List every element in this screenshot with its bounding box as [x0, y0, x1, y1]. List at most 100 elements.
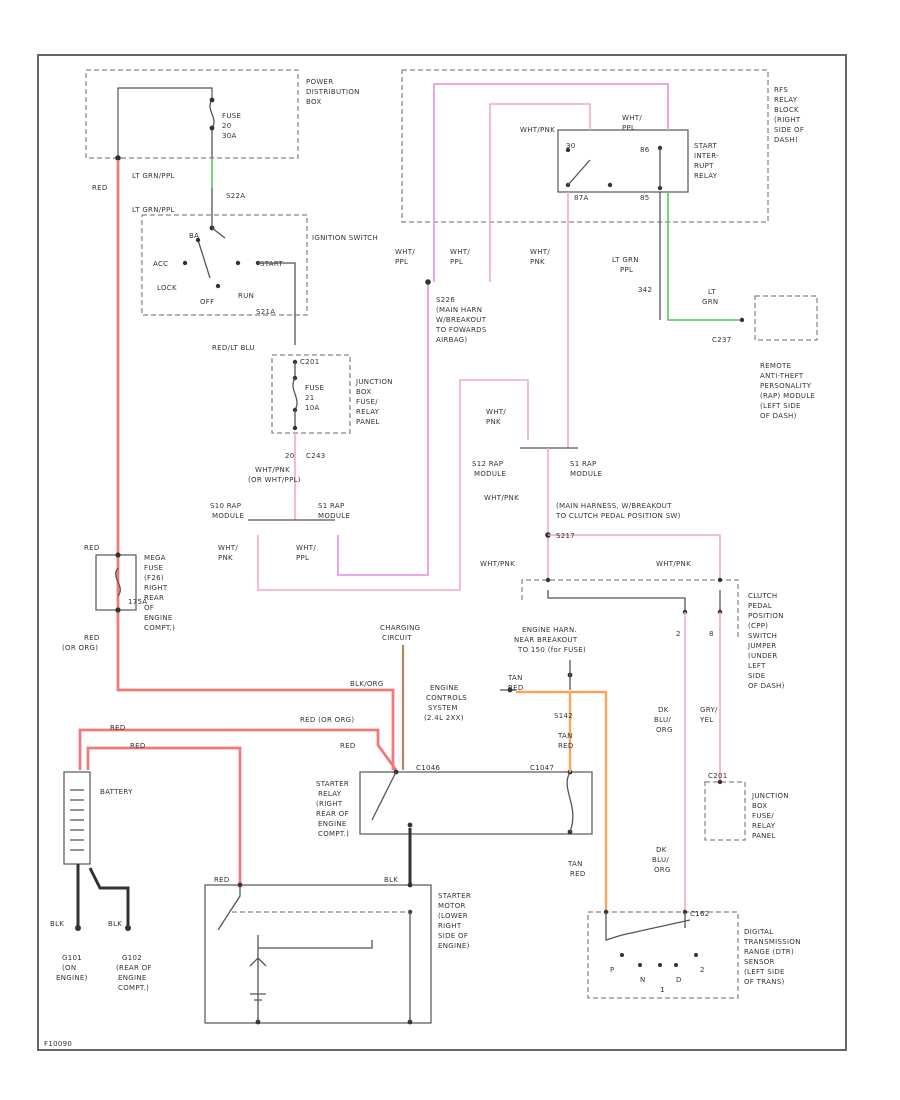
pdb-label-1: POWER — [306, 78, 333, 86]
s5-label-s1-rap: S1 RAP — [318, 502, 345, 510]
s5-label-module-b: MODULE — [318, 512, 350, 520]
relay-block-label-6: DASH) — [774, 136, 798, 144]
dk-blu-org-lower-3: ORG — [654, 866, 671, 874]
fuse-21-label: FUSE — [305, 384, 324, 392]
rap-label-s1: S1 RAP — [570, 460, 597, 468]
engine-harn-label-3: TO 150 (for FUSE) — [517, 646, 586, 654]
wht-pnk-loop-wire — [257, 379, 529, 591]
start-relay-label-3: RUPT — [694, 162, 714, 170]
wire-label-s22a: S22A — [226, 192, 245, 200]
wire-label-wht-pnk-ppl-1: WHT/PNK — [255, 466, 290, 474]
s226-label-2: (MAIN HARN — [436, 306, 482, 314]
mega-fuse-label-6: OF — [144, 604, 154, 612]
g101-label-2: (ON — [62, 964, 76, 972]
starter-motor-label-2: MOTOR — [438, 902, 466, 910]
wire-label-red-top: RED — [92, 184, 108, 192]
s226-wire-label-3b: PNK — [530, 258, 545, 266]
tan-red-trans-wire — [516, 690, 608, 910]
g101-label-1: G101 — [62, 954, 82, 962]
dk-blu-org-label-1: DK — [658, 706, 669, 714]
starter-relay: C1046 C1047 STARTER RELAY (RIGHT REAR OF… — [316, 764, 593, 838]
fuse-20-number: 20 — [222, 122, 232, 130]
fuse-21-rating: 10A — [305, 404, 320, 412]
starter-motor-wire-red: RED — [214, 876, 230, 884]
relay-block-label-3: BLOCK — [774, 106, 799, 114]
relay-in-wire-label-1: WHT/PNK — [520, 126, 555, 134]
dk-blu-org-label-3: ORG — [656, 726, 673, 734]
s142-label: S142 — [554, 712, 573, 720]
g102-label-3: ENGINE — [118, 974, 147, 982]
s226-wire-label-1b: PPL — [395, 258, 408, 266]
gry-yel-label-1: GRY/ — [700, 706, 718, 714]
s217-label-1: (MAIN HARNESS, W/BREAKOUT — [556, 502, 672, 510]
diagram-frame — [37, 54, 847, 1051]
relay-block-label-2: RELAY — [774, 96, 798, 104]
cpp-label-7: (UNDER — [748, 652, 778, 660]
anti-theft-wire-small-1: LT — [708, 288, 716, 296]
lt-grn-ppl-anti-theft-wire — [667, 192, 740, 321]
gry-yel-label-2: YEL — [699, 716, 714, 724]
g101-label-3: ENGINE) — [56, 974, 88, 982]
red-or-org-label: RED (OR ORG) — [300, 716, 354, 724]
anti-theft-wire-label-1: LT GRN — [612, 256, 639, 264]
trans-wire-red: RED — [570, 870, 586, 878]
starter-relay-label-4: REAR OF — [316, 810, 349, 818]
mega-fuse-label-2: FUSE — [144, 564, 163, 572]
ign-pos-ba: BA — [189, 232, 199, 240]
s217-label-2: TO CLUTCH PEDAL POSITION SW) — [555, 512, 681, 520]
mega-fuse-label-3: (F26) — [144, 574, 164, 582]
cpp-label-8: LEFT — [748, 662, 766, 670]
remote-label-1: REMOTE — [760, 362, 791, 370]
starter-relay-label-1: STARTER — [316, 780, 349, 788]
ign-pos-lock: LOCK — [157, 284, 177, 292]
s217-wire-label-left: WHT/PNK — [480, 560, 515, 568]
dtr-label-6: OF TRANS) — [744, 978, 785, 986]
trans-wire-tan: TAN — [567, 860, 583, 868]
s226-wire-label-1a: WHT/ — [395, 248, 415, 256]
cpp-pin-2: 2 — [676, 630, 681, 638]
cpp-label-10: OF DASH) — [748, 682, 785, 690]
remote-label-5: (LEFT SIDE — [760, 402, 801, 410]
battery-label: BATTERY — [100, 788, 133, 796]
remote-label-3: PERSONALITY — [760, 382, 812, 390]
dk-blu-org-label-2: BLU/ — [654, 716, 671, 724]
dtr-pin-p: P — [610, 966, 615, 974]
mega-fuse-label-8: COMPT.) — [144, 624, 175, 632]
remote-connector-c237: C237 — [712, 336, 731, 344]
cpp-pin-8: 8 — [709, 630, 714, 638]
anti-theft-wire-small-2: GRN — [702, 298, 718, 306]
engine-harn-label-2: NEAR BREAKOUT — [514, 636, 578, 644]
relay-block-label-4: (RIGHT — [774, 116, 801, 124]
jb-bottom-label-5: PANEL — [752, 832, 776, 840]
jb-top-label-2: BOX — [356, 388, 371, 396]
relay-block-label-5: SIDE OF — [774, 126, 804, 134]
engine-controls-wire-tan: TAN — [507, 674, 523, 682]
wht-ppl-loop-wire — [337, 282, 429, 576]
relay-wire-tan: TAN — [557, 732, 573, 740]
starter-relay-label-3: (RIGHT — [316, 800, 343, 808]
wht-ppl-relay-feed — [433, 83, 669, 282]
jb-bottom-label-4: RELAY — [752, 822, 776, 830]
mega-fuse-wire-red-2: RED — [84, 634, 100, 642]
ignition-switch-label: IGNITION SWITCH — [312, 234, 378, 242]
dtr-label-4: SENSOR — [744, 958, 775, 966]
mega-fuse-label-1: MEGA — [144, 554, 166, 562]
wht-pnk-relay-feed — [489, 103, 591, 282]
jb-bottom-label-2: BOX — [752, 802, 767, 810]
rap-wire-label-1a: WHT/ — [486, 408, 506, 416]
starter-motor-label-5: SIDE OF — [438, 932, 468, 940]
junction-box-bottom: C201 JUNCTION BOX FUSE/ RELAY PANEL — [704, 772, 789, 841]
remote-anti-theft-module: C237 REMOTE ANTI-THEFT PERSONALITY (RAP)… — [712, 295, 818, 420]
ign-pos-start: START — [260, 260, 284, 268]
mega-fuse-label-5: REAR — [144, 594, 164, 602]
ign-pos-acc: ACC — [153, 260, 168, 268]
dk-blu-org-lower-1: DK — [656, 846, 667, 854]
wht-pnk-cpp-wire — [548, 534, 721, 580]
remote-label-4: (RAP) MODULE — [760, 392, 815, 400]
rap-label-module-1: MODULE — [474, 470, 506, 478]
anti-theft-pin-342: 342 — [638, 286, 652, 294]
jb-top-connector-c243: C243 — [306, 452, 325, 460]
relay-pin-87a: 87A — [574, 194, 589, 202]
wire-label-redlt-blu: RED/LT BLU — [212, 344, 255, 352]
rap-wire-label-1b: PNK — [486, 418, 501, 426]
